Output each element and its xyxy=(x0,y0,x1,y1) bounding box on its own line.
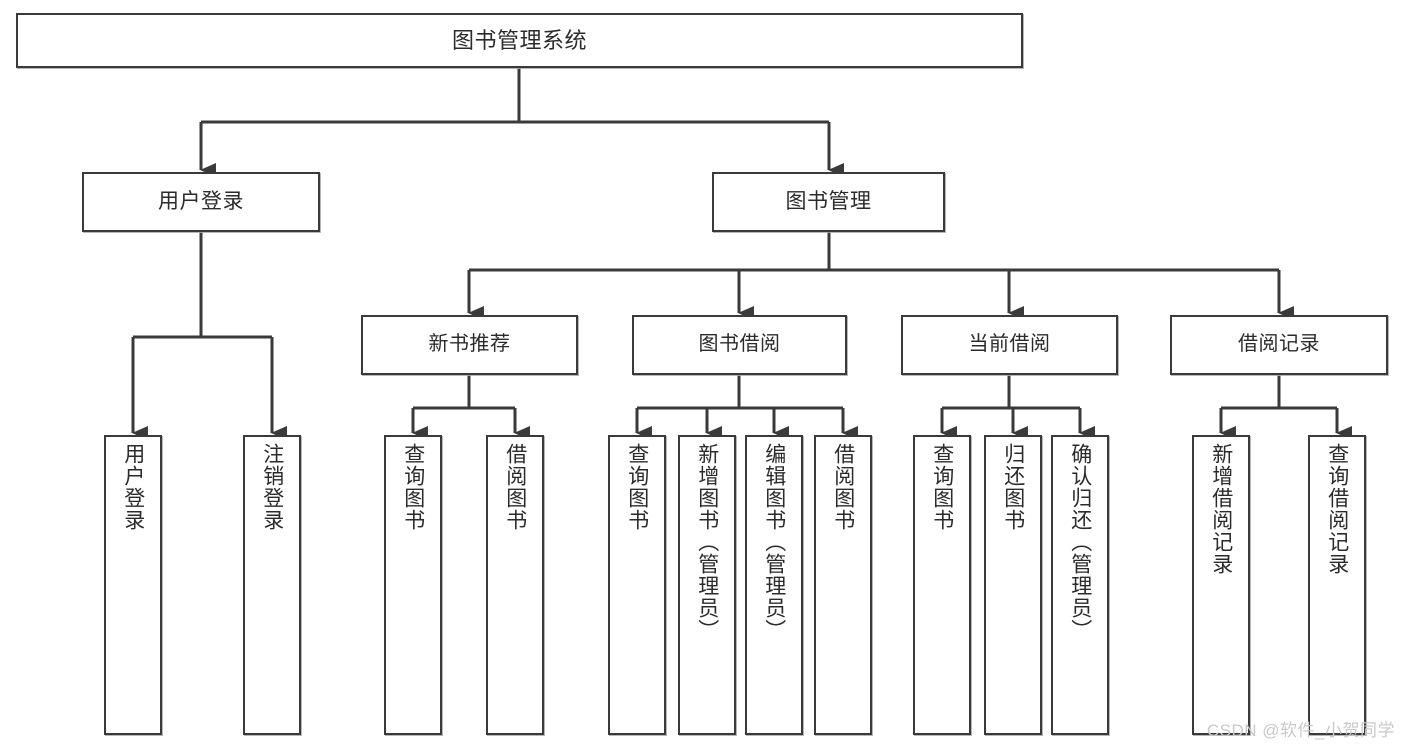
node-leaf-user-login-label: 用户登录 xyxy=(121,443,145,531)
node-book-management-label: 图书管理 xyxy=(785,189,872,213)
node-leaf-query-book-borrow[interactable]: 查询图书 xyxy=(608,435,666,735)
node-leaf-return-book-label: 归还图书 xyxy=(1001,443,1025,531)
node-leaf-add-book-admin-label: 新增图书（管理员） xyxy=(695,443,719,641)
node-borrow-record[interactable]: 借阅记录 xyxy=(1170,315,1388,375)
node-leaf-borrow-book-label: 借阅图书 xyxy=(831,443,855,531)
node-leaf-return-book[interactable]: 归还图书 xyxy=(984,435,1042,735)
node-current-borrow-label: 当前借阅 xyxy=(968,333,1051,356)
node-root[interactable]: 图书管理系统 xyxy=(16,13,1023,68)
node-leaf-edit-book-admin[interactable]: 编辑图书（管理员） xyxy=(745,435,803,735)
node-leaf-query-book-rec[interactable]: 查询图书 xyxy=(384,435,442,735)
node-leaf-query-book-rec-label: 查询图书 xyxy=(401,443,425,531)
node-leaf-borrow-book-rec-label: 借阅图书 xyxy=(503,443,527,531)
node-book-borrow[interactable]: 图书借阅 xyxy=(632,315,847,375)
node-leaf-add-borrow-record[interactable]: 新增借阅记录 xyxy=(1192,435,1250,735)
node-book-borrow-label: 图书借阅 xyxy=(698,333,781,356)
node-leaf-query-book-current[interactable]: 查询图书 xyxy=(913,435,971,735)
node-leaf-confirm-return-admin-label: 确认归还（管理员） xyxy=(1068,443,1092,641)
node-leaf-query-book-current-label: 查询图书 xyxy=(930,443,954,531)
node-leaf-confirm-return-admin[interactable]: 确认归还（管理员） xyxy=(1051,435,1109,735)
node-leaf-query-borrow-record[interactable]: 查询借阅记录 xyxy=(1308,435,1366,735)
node-leaf-query-borrow-record-label: 查询借阅记录 xyxy=(1325,443,1349,575)
node-root-label: 图书管理系统 xyxy=(451,27,587,53)
node-leaf-query-book-borrow-label: 查询图书 xyxy=(625,443,649,531)
node-new-book-recommend-label: 新书推荐 xyxy=(428,333,511,356)
node-leaf-add-borrow-record-label: 新增借阅记录 xyxy=(1209,443,1233,575)
node-book-management[interactable]: 图书管理 xyxy=(712,172,945,232)
node-leaf-user-login[interactable]: 用户登录 xyxy=(104,435,162,735)
node-leaf-user-logout-label: 注销登录 xyxy=(260,443,284,531)
node-borrow-record-label: 借阅记录 xyxy=(1238,333,1320,356)
node-user-login[interactable]: 用户登录 xyxy=(82,172,320,232)
node-new-book-recommend[interactable]: 新书推荐 xyxy=(361,315,578,375)
node-leaf-add-book-admin[interactable]: 新增图书（管理员） xyxy=(678,435,736,735)
node-user-login-label: 用户登录 xyxy=(158,189,244,213)
node-leaf-user-logout[interactable]: 注销登录 xyxy=(243,435,301,735)
node-leaf-borrow-book-rec[interactable]: 借阅图书 xyxy=(486,435,544,735)
node-leaf-edit-book-admin-label: 编辑图书（管理员） xyxy=(762,443,786,641)
node-current-borrow[interactable]: 当前借阅 xyxy=(901,315,1118,375)
node-leaf-borrow-book[interactable]: 借阅图书 xyxy=(814,435,872,735)
